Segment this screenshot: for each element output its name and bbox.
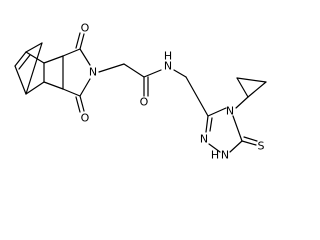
molecule-structure: O O N O N H N N N H S: [14, 22, 267, 162]
triazole-bonds: [205, 107, 258, 153]
bond-n4-cp: [235, 96, 249, 109]
atom-s-thione: S: [258, 140, 265, 153]
bond-c1-c2: [14, 51, 27, 67]
atom-o-bottom: O: [81, 112, 90, 125]
atom-h-triazole: H: [211, 149, 219, 162]
bond-c5-s: [241, 140, 257, 146]
bond-ch2-ch2: [185, 76, 209, 117]
atom-n-imide: N: [89, 66, 97, 79]
bond-c3-n2: [205, 115, 209, 133]
bond-co-nh: [143, 69, 162, 78]
bond-c8-o: [79, 33, 85, 50]
bond-c5-n4: [232, 115, 243, 142]
bond-c9-o-double: [75, 96, 81, 113]
bond-c2-c3: [25, 51, 45, 64]
cyclopropyl-bonds: [235, 77, 267, 109]
bond-n-ch2: [98, 63, 125, 73]
bond-c3-n4: [207, 107, 227, 117]
bond-n1-c5: [229, 140, 243, 153]
bond-c3-n2-double: [209, 117, 213, 132]
bond-c1-c2-double: [18, 54, 31, 70]
bond-cp-c: [236, 77, 267, 83]
atom-o-amide: O: [140, 96, 149, 109]
bond-c9-n: [79, 78, 91, 97]
atom-n-triazole-1: N: [221, 149, 229, 162]
atom-labels: O O N O N H N N N H S: [81, 22, 265, 162]
bond-c5-s-double: [243, 136, 258, 142]
norbornene-bonds: [14, 42, 64, 95]
bond-bridge-c5: [25, 42, 43, 95]
bond-c6-c8: [62, 48, 81, 57]
bond-c4-c7: [43, 81, 64, 90]
atom-n-triazole-3: N: [200, 133, 208, 146]
bond-ch2-co: [123, 63, 145, 78]
bond-c3-c6: [43, 55, 64, 64]
linker-bonds: [98, 63, 209, 117]
atom-h-amide: H: [164, 50, 172, 63]
bond-c5-c1: [14, 65, 27, 95]
bond-cp-b: [247, 81, 267, 98]
atom-n-triazole-4: N: [226, 105, 234, 118]
bond-cp-a: [236, 77, 249, 98]
bond-c2-bridge: [25, 42, 43, 53]
atom-n-amide: N: [164, 60, 172, 73]
bond-c8-o-double: [75, 32, 81, 49]
bond-c7-c9: [62, 88, 81, 97]
bond-c8-n: [79, 48, 91, 66]
bond-n2-n1: [208, 143, 221, 153]
atom-o-top: O: [81, 22, 90, 35]
imide-ring-bonds: [62, 32, 91, 113]
bond-c4-c5: [25, 81, 45, 95]
bond-nh-ch2: [173, 69, 187, 78]
bond-c9-o: [79, 95, 85, 112]
